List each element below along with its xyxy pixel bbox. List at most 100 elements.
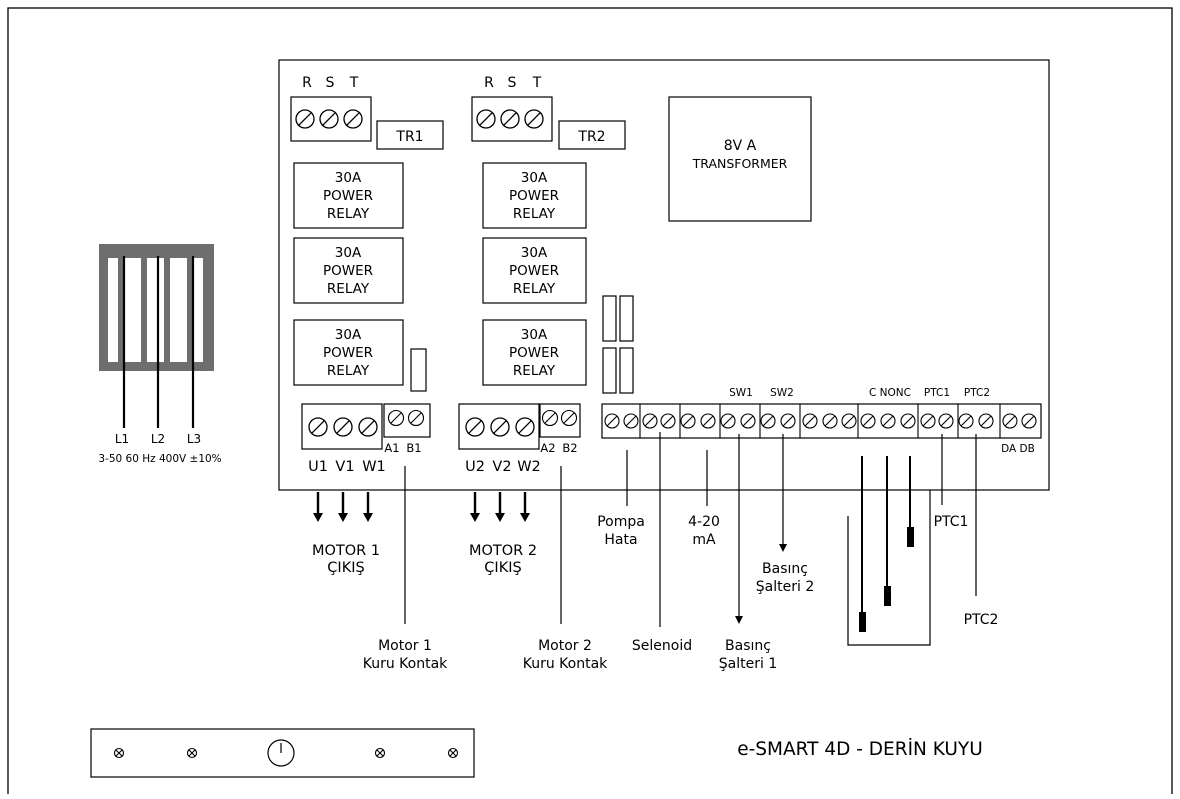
svg-text:30A: 30A bbox=[335, 327, 362, 343]
svg-text:30A: 30A bbox=[521, 170, 548, 186]
input-2-r-label: R bbox=[484, 75, 494, 91]
terminal-screw bbox=[880, 413, 896, 429]
power-relay-2: 30A POWER RELAY bbox=[293, 237, 404, 304]
terminal-screw bbox=[740, 413, 756, 429]
bus-sw2-label: SW2 bbox=[770, 387, 794, 399]
motor-2-output-arrows bbox=[470, 492, 530, 522]
motor-2-terminal: U2 V2 W2 A2 B2 bbox=[458, 403, 581, 475]
transformer-label-line1: 8V A bbox=[724, 138, 757, 154]
svg-text:30A: 30A bbox=[335, 170, 362, 186]
terminal-screw bbox=[822, 413, 838, 429]
motor-1-b1-label: B1 bbox=[406, 441, 421, 455]
input-1-s-label: S bbox=[326, 75, 335, 91]
x-screw bbox=[186, 747, 198, 759]
input-2-s-label: S bbox=[508, 75, 517, 91]
terminal-screw bbox=[476, 109, 496, 129]
motor-1-contact-line1: Motor 1 bbox=[378, 638, 432, 654]
power-relay-3: 30A POWER RELAY bbox=[293, 319, 404, 386]
diagram-title: e-SMART 4D - DERİN KUYU bbox=[737, 739, 983, 760]
bus-cnonc-label: C NONC bbox=[869, 387, 911, 399]
x-screw bbox=[447, 747, 459, 759]
terminal-screw bbox=[958, 413, 974, 429]
terminal-screw bbox=[465, 417, 485, 437]
svg-text:RELAY: RELAY bbox=[327, 206, 370, 222]
screw-row bbox=[387, 409, 425, 427]
motor-1-output-line2: ÇIKIŞ bbox=[327, 560, 364, 576]
motor-1-output-line1: MOTOR 1 bbox=[312, 543, 380, 559]
terminal-screw bbox=[1021, 413, 1037, 429]
terminal-screw bbox=[920, 413, 936, 429]
level-probe-electrodes bbox=[859, 456, 914, 632]
svg-text:30A: 30A bbox=[521, 245, 548, 261]
control-board bbox=[278, 59, 1050, 491]
motor-2-output-line1: MOTOR 2 bbox=[469, 543, 537, 559]
bus-sw1-label: SW1 bbox=[729, 387, 753, 399]
bus-ptc1-label: PTC1 bbox=[924, 387, 950, 399]
terminal-screw bbox=[604, 413, 620, 429]
terminal-screw bbox=[319, 109, 339, 129]
pressure-1-arrowhead bbox=[735, 616, 743, 624]
svg-text:POWER: POWER bbox=[509, 188, 559, 204]
mains-terminal-block: L1 L2 L3 3-50 60 Hz 400V ±10% bbox=[98, 244, 222, 465]
x-screw bbox=[113, 747, 125, 759]
motor-2-contact-line1: Motor 2 bbox=[538, 638, 592, 654]
terminal-screw bbox=[407, 409, 425, 427]
solenoid-label: Selenoid bbox=[632, 638, 692, 654]
svg-text:POWER: POWER bbox=[509, 345, 559, 361]
power-relay-6: 30A POWER RELAY bbox=[482, 319, 587, 386]
motor-2-contact-line2: Kuru Kontak bbox=[523, 656, 608, 672]
mounting-rail bbox=[90, 728, 475, 778]
terminal-screw bbox=[860, 413, 876, 429]
terminal-screw bbox=[358, 417, 378, 437]
svg-text:RELAY: RELAY bbox=[327, 281, 370, 297]
x-screw bbox=[374, 747, 386, 759]
level-probe-bracket bbox=[847, 490, 931, 646]
pressure-1-line2: Şalteri 1 bbox=[719, 656, 777, 672]
terminal-screw bbox=[515, 417, 535, 437]
screw-row bbox=[604, 413, 1037, 429]
pump-fault-line2: Hata bbox=[604, 532, 637, 548]
terminal-screw bbox=[560, 409, 578, 427]
ptc1-label: PTC1 bbox=[934, 514, 969, 530]
terminal-screw bbox=[938, 413, 954, 429]
svg-text:30A: 30A bbox=[521, 327, 548, 343]
svg-text:RELAY: RELAY bbox=[513, 281, 556, 297]
svg-text:RELAY: RELAY bbox=[327, 363, 370, 379]
terminal-screw bbox=[1002, 413, 1018, 429]
tr2-label: TR2 bbox=[577, 129, 605, 145]
screw-row bbox=[295, 109, 363, 129]
screw-row bbox=[476, 109, 544, 129]
screw-row bbox=[541, 409, 578, 427]
pump-fault-line1: Pompa bbox=[597, 514, 645, 530]
input-1-r-label: R bbox=[302, 75, 312, 91]
phase-l3-label: L3 bbox=[187, 432, 201, 446]
terminal-screw bbox=[490, 417, 510, 437]
motor-2-output-line2: ÇIKIŞ bbox=[484, 560, 521, 576]
terminal-screw bbox=[500, 109, 520, 129]
phase-l2-label: L2 bbox=[151, 432, 165, 446]
terminal-screw bbox=[760, 413, 776, 429]
svg-text:POWER: POWER bbox=[323, 188, 373, 204]
terminal-screw bbox=[700, 413, 716, 429]
transformer-box bbox=[668, 96, 812, 222]
terminal-screw bbox=[802, 413, 818, 429]
motor-1-u-label: U1 bbox=[308, 459, 328, 475]
motor-2-u-label: U2 bbox=[465, 459, 485, 475]
terminal-screw bbox=[343, 109, 363, 129]
terminal-screw bbox=[900, 413, 916, 429]
rail-knob bbox=[267, 739, 295, 767]
input-2-t-label: T bbox=[532, 75, 542, 91]
motor-1-terminal: U1 V1 W1 A1 B1 bbox=[301, 403, 431, 475]
pressure-2-line1: Basınç bbox=[762, 561, 808, 577]
motor-2-w-label: W2 bbox=[517, 459, 541, 475]
tr1-box bbox=[376, 120, 444, 150]
bus-ptc2-label: PTC2 bbox=[964, 387, 990, 399]
tr2-box bbox=[558, 120, 626, 150]
pressure-1-line1: Basınç bbox=[725, 638, 771, 654]
terminal-screw bbox=[841, 413, 857, 429]
bus-dividers bbox=[639, 404, 1001, 438]
svg-text:RELAY: RELAY bbox=[513, 206, 556, 222]
ptc2-label: PTC2 bbox=[964, 612, 999, 628]
analog-line1: 4-20 bbox=[688, 514, 720, 530]
